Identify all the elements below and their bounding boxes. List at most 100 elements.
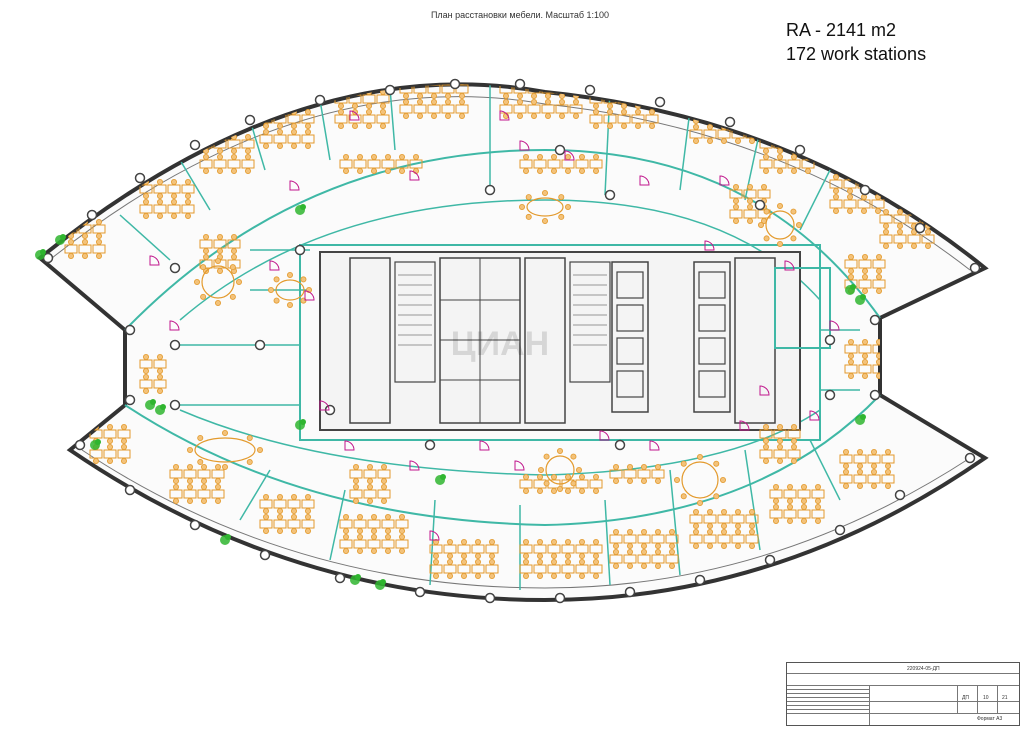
workstation [273, 493, 287, 514]
plant [855, 414, 866, 425]
workstation [441, 99, 455, 120]
workstation [609, 529, 623, 550]
workstation [427, 99, 441, 120]
workstation [689, 508, 703, 530]
workstation [167, 178, 181, 199]
plant [435, 474, 446, 485]
workstation [399, 99, 413, 120]
workstation [301, 128, 315, 149]
core-watermark: ЦИАН [451, 325, 549, 363]
workstation [377, 463, 391, 484]
workstation [569, 99, 583, 120]
workstation [485, 559, 499, 580]
column [294, 244, 306, 256]
workstation [213, 153, 227, 174]
workstation [561, 539, 575, 560]
door-swing [169, 320, 180, 331]
workstation [429, 559, 443, 580]
column [484, 592, 496, 604]
workstation [555, 99, 569, 120]
workstation [395, 153, 409, 174]
workstation [273, 514, 287, 535]
column [414, 586, 426, 598]
workstation [301, 514, 315, 535]
workstation [589, 539, 603, 560]
workstation [259, 493, 273, 514]
door-swing [784, 260, 795, 271]
workstation [731, 529, 745, 550]
stage-value: ДП [962, 695, 969, 701]
door-swing [829, 320, 840, 331]
workstation [395, 534, 409, 555]
workstation [637, 529, 651, 550]
workstation [181, 178, 195, 199]
workstation [367, 514, 381, 535]
plant [375, 579, 386, 590]
workstation [413, 99, 427, 120]
sheet-value: 10 [983, 695, 989, 701]
office-partitions [119, 85, 860, 590]
workstation [381, 514, 395, 535]
workstation [858, 338, 872, 359]
workstation [893, 228, 907, 249]
workstation [139, 373, 153, 394]
column [189, 139, 201, 151]
column [134, 172, 146, 184]
building-core: ЦИАН [299, 244, 831, 441]
workstation [769, 483, 783, 504]
column [86, 209, 98, 221]
workstation [519, 559, 533, 580]
meeting-table [758, 202, 803, 247]
workstations-label: 172 work stations [786, 44, 927, 64]
workstation [689, 529, 703, 550]
workstation [703, 124, 717, 144]
workstation [117, 443, 131, 464]
workstation [455, 84, 469, 100]
workstation [455, 99, 469, 120]
meeting-table [186, 429, 263, 470]
inner-ring [124, 148, 881, 331]
workstation [287, 514, 301, 535]
door-swing [149, 255, 160, 266]
workstation [457, 559, 471, 580]
column [859, 184, 871, 196]
workstation [893, 208, 907, 229]
workstation [395, 514, 409, 535]
workstation [631, 109, 645, 130]
workstation [339, 153, 353, 174]
workstation [334, 109, 348, 130]
workstation [381, 153, 395, 174]
door-swing [269, 260, 280, 271]
workstation [829, 193, 843, 214]
workstation [665, 549, 679, 570]
workstation [287, 128, 301, 149]
plan-title: План расстановки мебели. Масштаб 1:100 [430, 10, 610, 20]
door-swing [719, 175, 730, 186]
workstation [745, 508, 759, 530]
workstation [743, 183, 757, 204]
workstation [773, 423, 787, 444]
workstation [183, 483, 197, 504]
workstation [241, 153, 255, 174]
workstation [117, 423, 131, 444]
workstation [227, 233, 241, 254]
column [794, 144, 806, 156]
workstation [731, 508, 745, 530]
workstation [729, 183, 743, 204]
meeting-table [519, 189, 572, 224]
workstation [839, 448, 853, 469]
workstation [879, 208, 893, 229]
workstation [589, 559, 603, 580]
workstation [519, 539, 533, 560]
column [724, 116, 736, 128]
column [169, 262, 181, 274]
workstation [211, 483, 225, 504]
workstation [907, 228, 921, 249]
workstation [301, 109, 315, 130]
workstation [429, 539, 443, 560]
title-block: 220924-05-ДП ДП 10 21 Формат А3 [786, 662, 1020, 726]
workstation [301, 493, 315, 514]
workstation [227, 153, 241, 174]
workstation [376, 109, 390, 130]
